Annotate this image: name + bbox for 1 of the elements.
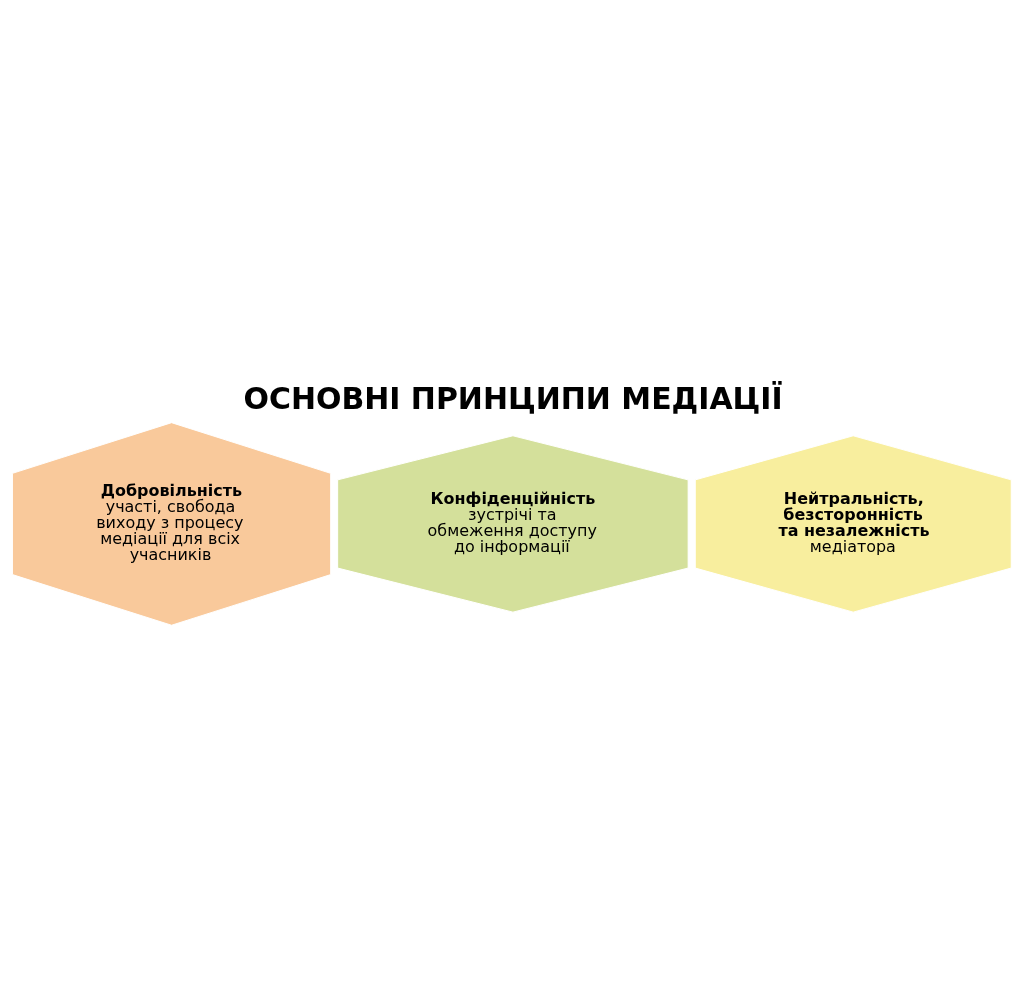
diagram-title: ОСНОВНІ ПРИНЦИПИ МЕДІАЦІЇ xyxy=(243,380,783,416)
